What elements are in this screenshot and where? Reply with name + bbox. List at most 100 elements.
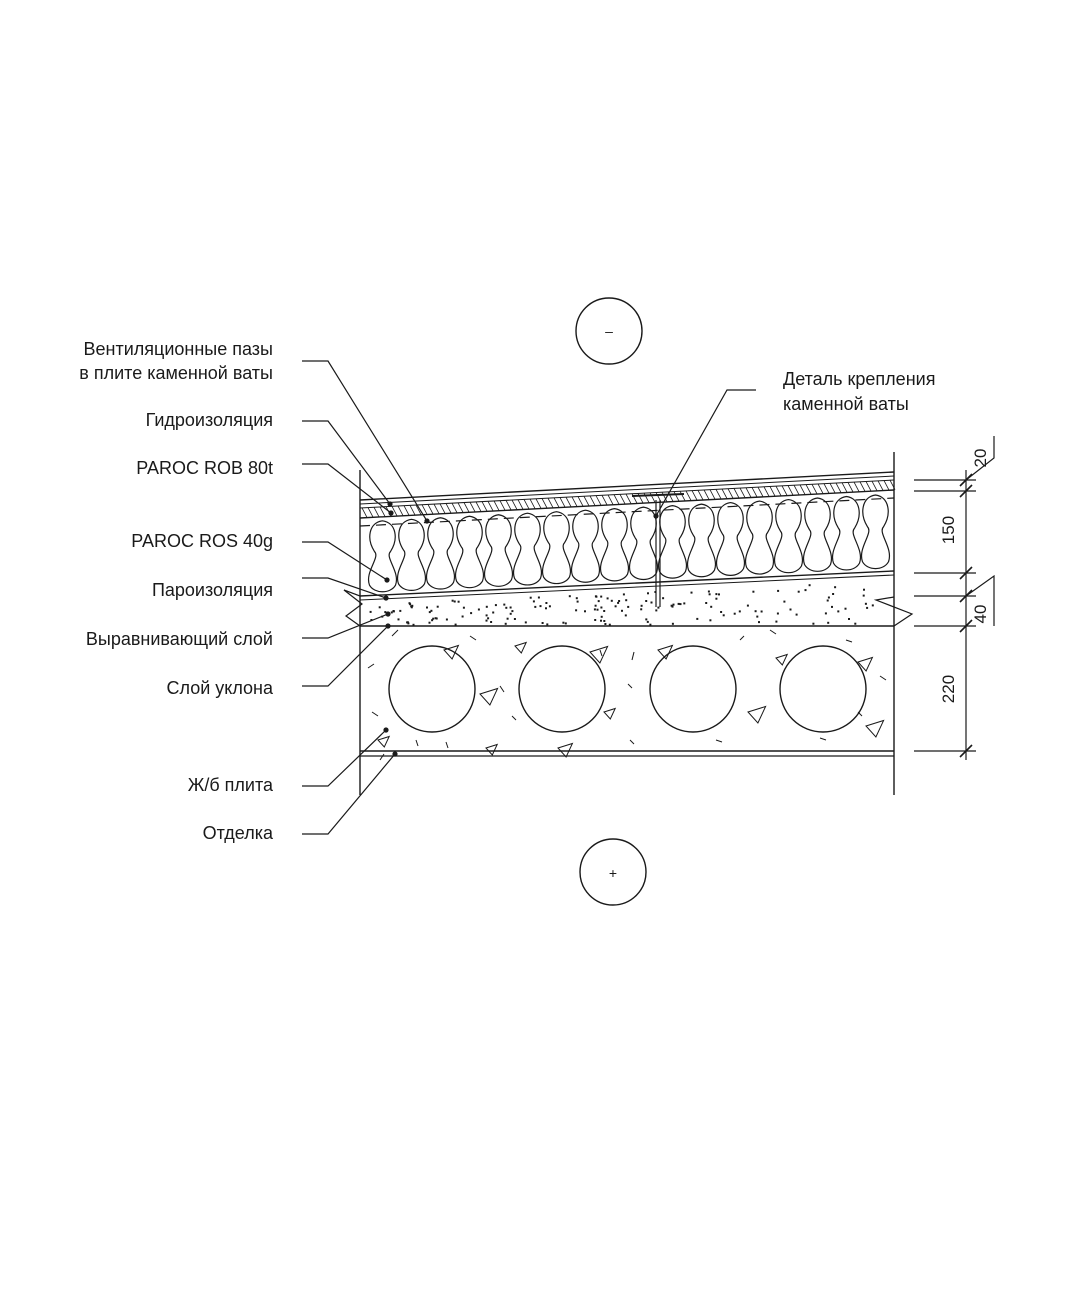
slope-dot: [720, 611, 723, 613]
slope-dot: [594, 619, 597, 621]
rob-hatch-mark: [733, 488, 740, 499]
rob-hatch-mark: [763, 486, 770, 497]
slope-dot: [492, 611, 495, 614]
slope-dot: [490, 621, 493, 623]
label-vapor-barrier: Пароизоляция: [151, 580, 273, 600]
rob-hatch-mark: [415, 504, 422, 515]
aggregate-dash: [627, 683, 633, 689]
slope-dot: [827, 596, 830, 599]
rob-hatch-mark: [403, 505, 410, 516]
slope-dot: [795, 613, 798, 616]
slope-dot: [804, 589, 807, 592]
slope-dot: [537, 596, 540, 599]
slope-dot: [866, 606, 869, 609]
rob-hatch-mark: [511, 499, 518, 510]
aggregate-dash: [631, 651, 635, 661]
rob-hatch-mark: [799, 484, 806, 495]
slope-dot: [696, 617, 699, 620]
slope-dot: [627, 605, 630, 608]
slope-dot: [600, 606, 603, 609]
slope-dot: [603, 610, 606, 612]
wool-lobe: [715, 501, 746, 576]
rob-hatch-mark: [859, 481, 866, 492]
slope-dot: [645, 600, 648, 602]
slope-dot: [445, 618, 448, 621]
slope-dot: [597, 600, 600, 603]
rob-hatch-mark: [625, 493, 632, 504]
slope-dot: [506, 617, 509, 620]
aggregate-triangle: [443, 644, 460, 660]
slope-dot: [576, 600, 579, 603]
dim-150: 150: [939, 516, 958, 544]
rob-hatch-mark: [883, 480, 890, 491]
aggregate-triangle: [657, 644, 674, 660]
slope-dot: [614, 605, 617, 608]
rob-hatch-mark: [487, 501, 494, 511]
aggregate-dash: [445, 741, 449, 749]
slope-dot: [562, 621, 565, 624]
hollow-core-slab: [360, 629, 894, 761]
aggregate-dash: [739, 635, 745, 641]
rob-hatch-mark: [475, 501, 482, 512]
rob-hatch-mark: [739, 487, 746, 498]
rob-hatch-mark: [775, 486, 782, 496]
slope-dot: [509, 612, 512, 615]
rob-hatch-mark: [547, 497, 554, 508]
slope-dot: [671, 605, 674, 608]
aggregate-triangle: [589, 645, 609, 664]
slope-dot: [690, 591, 693, 594]
slope-dot: [662, 597, 665, 600]
slope-dot: [646, 620, 649, 623]
rob-hatch-mark: [529, 498, 536, 509]
slope-dot: [584, 610, 586, 613]
rob-hatch-mark: [769, 486, 776, 497]
slope-dot: [428, 621, 431, 624]
slope-dot: [503, 603, 506, 606]
rob-hatch-mark: [517, 499, 524, 510]
slope-dot: [618, 600, 621, 602]
rob-hatch-mark: [709, 489, 716, 500]
aggregate-dash: [379, 753, 385, 761]
slope-dot: [534, 605, 537, 608]
aggregate-dash: [629, 739, 635, 745]
rob-hatch-mark: [841, 482, 848, 493]
slope-dot: [645, 618, 648, 621]
rob-hatch-mark: [601, 495, 608, 505]
slope-dot: [837, 610, 840, 613]
slope-dot: [621, 609, 623, 612]
slope-dot: [575, 597, 578, 600]
aggregate-triangle: [377, 735, 391, 748]
slope-dot: [650, 601, 653, 604]
wool-lobe: [454, 515, 485, 589]
aggregate-triangle: [479, 687, 499, 706]
slope-dot: [834, 586, 837, 589]
rob-hatch-mark: [673, 491, 680, 502]
label-paroc-rob: PAROC ROB 80t: [136, 458, 273, 478]
rob-hatch-mark: [463, 502, 470, 513]
slope-dot: [622, 593, 625, 596]
slope-dot: [435, 617, 438, 620]
rob-hatch-mark: [871, 480, 878, 491]
slope-dot: [511, 610, 514, 613]
dim-220: 220: [939, 675, 958, 703]
slope-dot: [436, 605, 439, 608]
slope-dot: [709, 619, 712, 622]
rob-hatch-mark: [493, 500, 500, 511]
slope-dot: [410, 606, 413, 609]
slope-dot: [454, 623, 457, 626]
slope-dot: [568, 595, 571, 598]
aggregate-dash: [511, 715, 517, 721]
rob-hatch-mark: [481, 501, 488, 512]
rob-hatch-mark: [541, 498, 548, 509]
wool-lobe: [773, 498, 804, 574]
aggregate-triangle: [603, 707, 617, 720]
rob-hatch-mark: [793, 485, 800, 495]
slope-dot: [505, 606, 508, 609]
slope-dot: [624, 614, 627, 617]
rob-hatch-mark: [433, 503, 440, 514]
slope-dot: [738, 610, 741, 613]
slope-dot: [461, 615, 464, 618]
rob-hatch-mark: [595, 495, 602, 506]
rob-hatch-mark: [727, 488, 734, 499]
slope-dot: [863, 588, 865, 591]
